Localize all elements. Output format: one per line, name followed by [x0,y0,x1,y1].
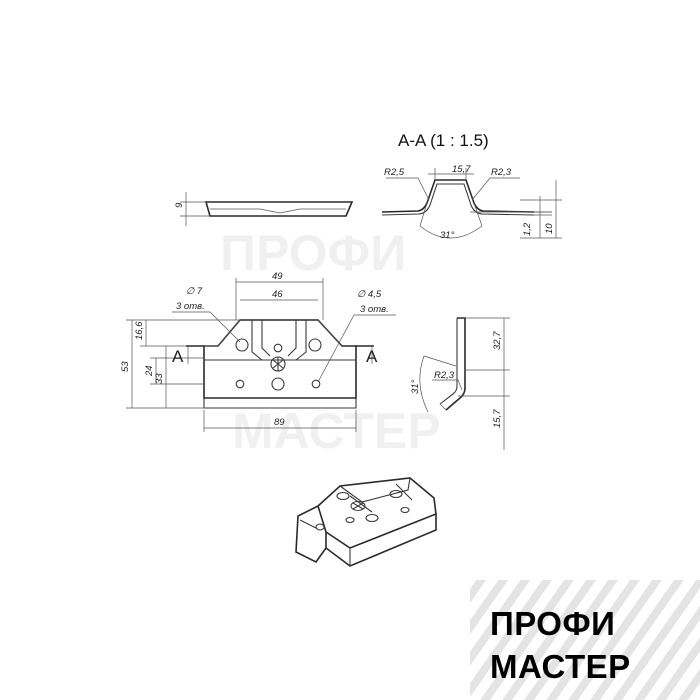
watermark-line-2: МАСТЕР [232,403,441,459]
section-thickness-label: 1,2 [522,222,533,236]
profile-angle-label: 31° [410,379,421,394]
front-height-33-label: 33 [154,373,165,384]
watermark-line-1: ПРОФИ [220,225,406,281]
brand-logo: ПРОФИ МАСТЕР [470,580,700,700]
front-width-inner-label: 46 [272,289,283,300]
cut-label-left: A [172,347,184,366]
front-width-total-label: 89 [274,417,285,428]
section-title: A-A (1 : 1.5) [398,131,489,150]
section-a-a-view: A-A (1 : 1.5) 15,7 R2,5 R2,3 31° 1,2 10 [381,131,562,241]
isometric-view [295,477,437,567]
section-width-label: 15,7 [452,164,471,175]
cut-label-right: A [366,347,378,366]
profile-height-upper-label: 32,7 [492,331,503,350]
front-height-24-label: 24 [144,365,155,377]
section-radius-left-label: R2,5 [384,167,405,178]
profile-radius-label: R2,3 [434,370,455,381]
section-radius-right-label: R2,3 [491,167,512,178]
section-angle-label: 31° [440,230,455,241]
front-height-total-label: 53 [120,361,131,372]
front-height-tab-label: 16,6 [134,321,145,340]
brand-line-1: ПРОФИ [490,605,616,642]
profile-height-lower-label: 15,7 [492,409,503,428]
front-hole-small-label: ∅ 4,5 [357,289,382,300]
front-view: 49 46 ∅ 7 3 отв. ∅ 4,5 3 отв. 53 16,6 24… [120,271,396,432]
brand-line-2: МАСТЕР [490,648,631,685]
brand-stripes [470,580,700,700]
section-height-label: 10 [544,223,555,234]
front-hole-small-count: 3 отв. [360,304,389,315]
front-width-outer-label: 49 [272,271,283,282]
side-view: 9 [174,192,354,226]
profile-view: 32,7 15,7 R2,3 31° [410,317,510,450]
side-view-height-label: 9 [174,202,185,208]
front-hole-large-label: ∅ 7 [186,286,203,297]
front-hole-large-count: 3 отв. [176,301,205,312]
